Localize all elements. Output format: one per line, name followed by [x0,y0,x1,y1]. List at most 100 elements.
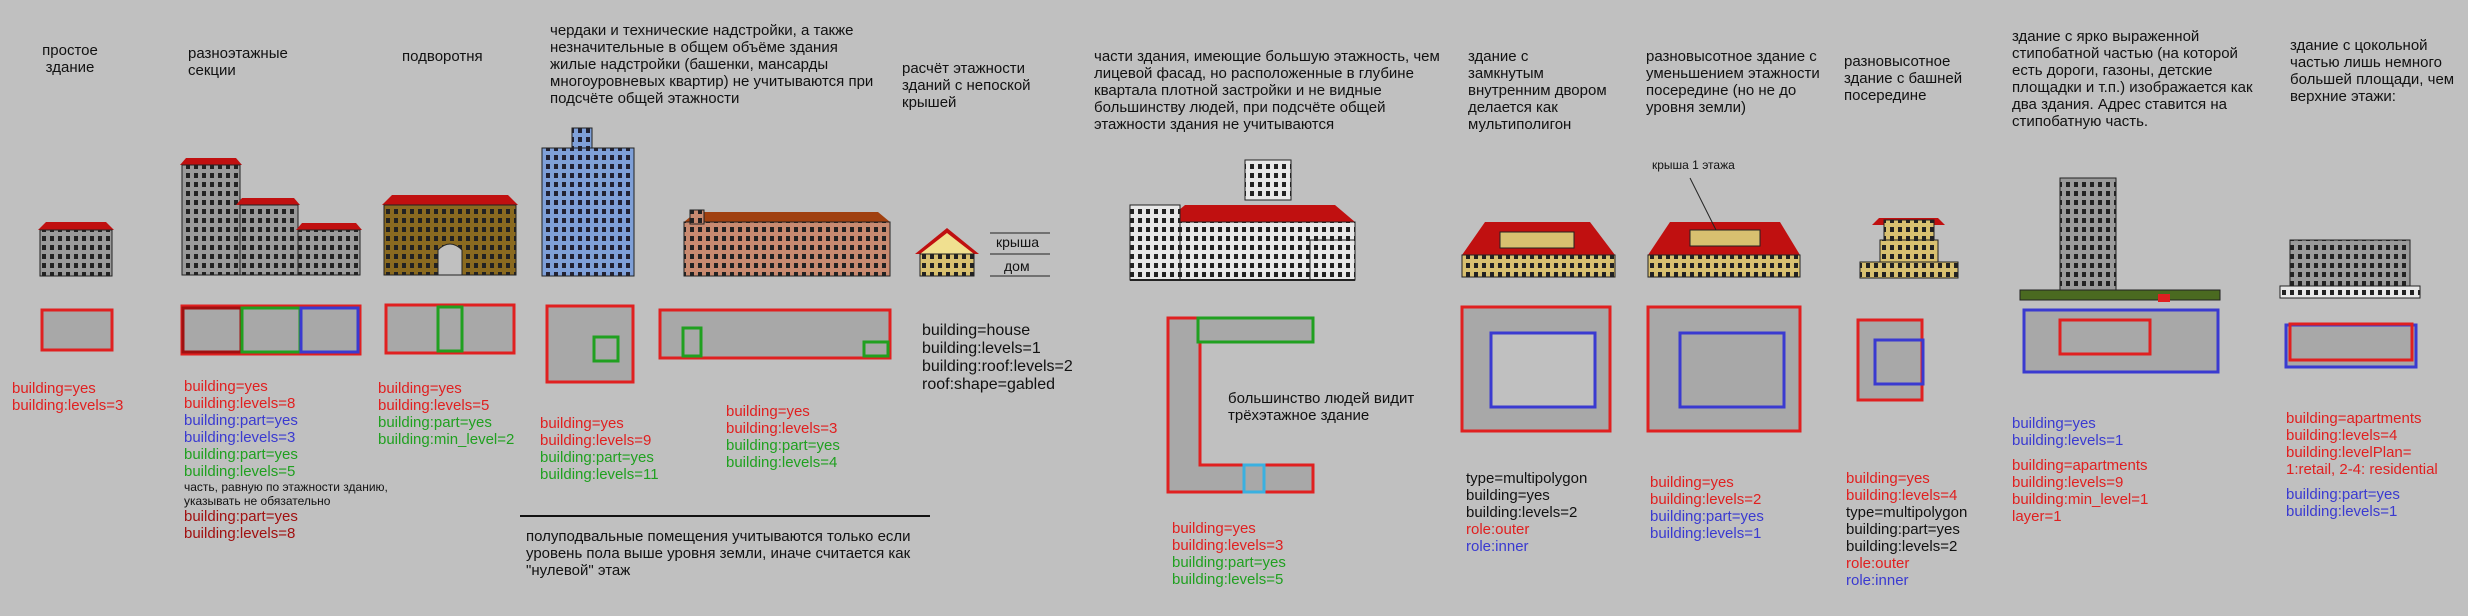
caption-sections: разноэтажные секции [188,45,288,79]
courtyard-building-illustration [1461,222,1616,278]
tag-line: role:outer [1466,521,1530,538]
tag-line: building:levels=1 [1650,525,1762,542]
tags-sections: building=yes building:levels=8 building:… [184,378,404,542]
footprint-tower-middle [1856,318,1924,402]
tag-line: building:levels=8 [184,525,296,542]
tags-stylobate: building=yes building:levels=1 building=… [2012,415,2148,525]
tag-line: building=yes [12,380,96,397]
tags-lower-middle: building=yes building:levels=2 building:… [1650,474,1764,542]
tag-line: building:part=yes [540,449,654,466]
tags-attic-2: building=yes building:levels=3 building:… [726,403,840,471]
passage-building-illustration [382,195,518,276]
tag-line: 1:retail, 2-4: residential [2286,461,2438,478]
tag-line: type=multipolygon [1466,470,1588,487]
caption-courtyard: здание с замкнутым внутренним двором дел… [1468,48,1607,133]
tag-line: building:roof:levels=2 [922,358,1073,375]
tag-line: building:levelPlan= [2286,444,2412,461]
caption-lower-middle: разновысотное здание с уменьшением этажн… [1646,48,1820,116]
tag-line: building:levels=1 [922,340,1041,357]
house-illustration [915,228,1050,277]
tag-line: building:levels=3 [1172,537,1284,554]
tag-line: role:outer [1846,555,1910,572]
tag-line: building:part=yes [378,414,492,431]
tag-note: часть, равную по этажности зданию, указы… [184,480,388,508]
caption-roof-calc: расчёт этажности зданий с непоской крыше… [902,60,1031,111]
tag-line: building:levels=2 [1846,538,1958,555]
tag-line: role:inner [1466,538,1529,555]
tag-line: building:levels=3 [726,420,838,437]
tag-line: building=yes [184,378,268,395]
tag-line: roof:shape=gabled [922,376,1055,393]
tag-line: building:levels=4 [726,454,838,471]
stylobate-building-illustration [2019,177,2221,302]
tag-line: building=yes [378,380,462,397]
tag-line: role:inner [1846,572,1909,589]
simple-building-illustration [38,222,114,277]
tags-podium: building=apartments building:levels=4 bu… [2286,410,2438,520]
caption-attic: чердаки и технические надстройки, а такж… [550,22,874,107]
tag-line: building:part=yes [184,412,298,429]
caption-tower-middle: разновысотное здание с башней посередине [1844,53,1963,104]
caption-simple: простое здание [42,42,98,76]
tag-line: building=yes [1650,474,1734,491]
label-roof: крыша [996,234,1039,250]
tag-line: building:levels=3 [184,429,296,446]
tag-line: building=yes [726,403,810,420]
tag-line: building:levels=9 [540,432,652,449]
tag-line: building:part=yes [2286,486,2400,503]
tags-house: building=house building:levels=1 buildin… [922,322,1073,394]
tag-line: building:part=yes [184,446,298,463]
footprint-attic-1 [545,304,635,384]
tags-courtyard: type=multipolygon building=yes building:… [1466,470,1587,555]
label-most-people: большинство людей видит трёхэтажное здан… [1228,390,1415,424]
tag-line: building:min_level=2 [378,431,515,448]
tag-line: building:levels=2 [1650,491,1762,508]
tag-line: building:levels=5 [1172,571,1284,588]
caption-stylobate: здание с ярко выраженной стипобатной час… [2012,28,2253,130]
tag-line: building:levels=9 [2012,474,2124,491]
lower-middle-building-illustration [1647,177,1801,278]
tag-line: building:levels=11 [540,466,659,483]
footprint-sections [180,304,362,356]
tag-line: building:levels=1 [2286,503,2398,520]
caption-passage: подворотня [402,48,483,65]
tag-line: building=yes [540,415,624,432]
tag-line: building:levels=1 [2012,432,2124,449]
caption-deep-parts: части здания, имеющие бoльшую этажность,… [1094,48,1440,133]
tag-line: building:levels=8 [184,395,296,412]
tag-line: layer=1 [2012,508,2062,525]
tag-line: building:levels=2 [1466,504,1578,521]
tower-middle-building-illustration [1859,218,1959,279]
basement-note: полуподвальные помещения учитываются тол… [526,528,911,579]
tag-line: building:part=yes [184,508,298,525]
tag-line: building:levels=5 [184,463,296,480]
tag-line: building=yes [2012,415,2096,432]
tag-line: building:part=yes [1846,521,1960,538]
tag-line: building=apartments [2286,410,2422,427]
tag-line: building=apartments [2012,457,2148,474]
tag-line: building:min_level=1 [2012,491,2149,508]
label-house: дом [1004,258,1030,274]
caption-podium: здание с цокольной частью лишь немного б… [2290,37,2455,105]
tags-simple: building=yes building:levels=3 [12,380,123,414]
tag-line: building:levels=4 [2286,427,2398,444]
tags-tower-middle: building=yes building:levels=4 type=mult… [1846,470,1967,589]
tags-deep: building=yes building:levels=3 building:… [1172,520,1286,588]
tag-line: building=house [922,322,1031,339]
deep-parts-building-illustration [1129,159,1356,281]
footprint-passage [384,303,516,355]
tag-line: type=multipolygon [1846,504,1968,521]
tag-line: building=yes [1172,520,1256,537]
tag-line: building:part=yes [1172,554,1286,571]
tag-line: building:levels=4 [1846,487,1958,504]
attic-building-illustration [541,127,891,277]
tags-passage: building=yes building:levels=5 building:… [378,380,514,448]
tag-line: building=yes [1846,470,1930,487]
footprint-attic-2 [658,308,892,360]
tag-line: building:part=yes [726,437,840,454]
tag-line: building:part=yes [1650,508,1764,525]
label-roof-1-floor: крыша 1 этажа [1652,158,1735,172]
tag-line: building:levels=3 [12,397,124,414]
footprint-simple [40,308,114,352]
